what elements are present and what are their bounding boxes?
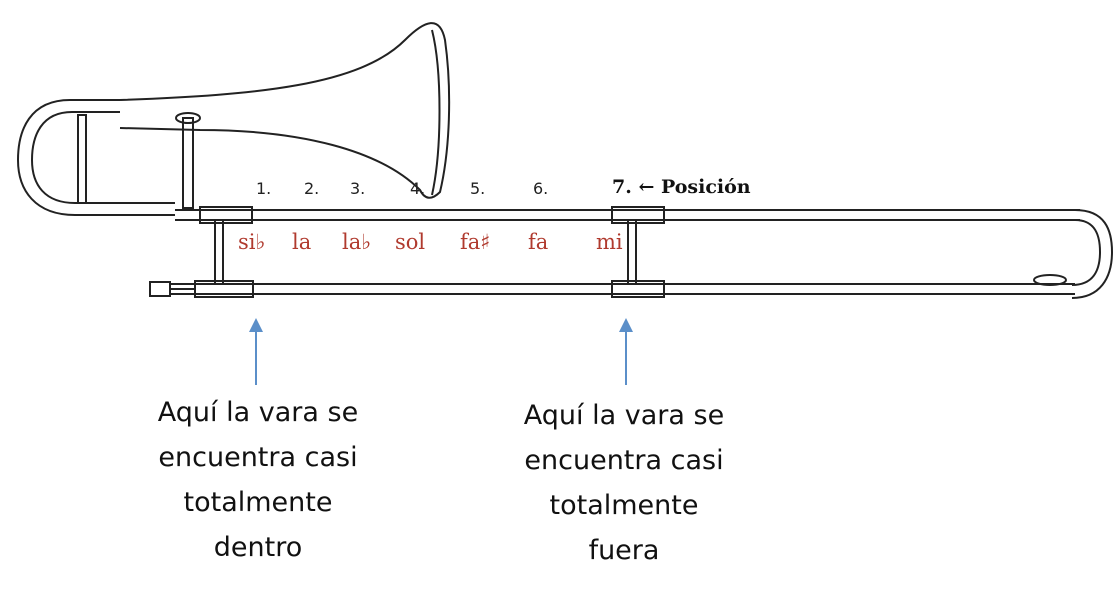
bell-brace-right — [182, 117, 194, 209]
tuning-bow-inner — [30, 111, 175, 204]
note-fa: fa — [528, 230, 549, 254]
caption-left-line-4: dentro — [213, 532, 303, 563]
caption-right-line-1: Aquí la vara se — [523, 400, 725, 431]
position-label-4: 4. — [410, 179, 426, 198]
outer-slide-stay — [627, 219, 637, 285]
mouthpiece — [149, 281, 171, 297]
caption-left-line-1: Aquí la vara se — [157, 397, 359, 428]
arrow-slide-in — [249, 318, 263, 385]
position-label-1: 1. — [256, 179, 272, 198]
position-title: 7. ← Posición — [612, 176, 751, 198]
note-sol: sol — [395, 230, 426, 254]
note-mi: mi — [596, 230, 623, 254]
position-label-5: 5. — [470, 179, 486, 198]
caption-left-line-3: totalmente — [183, 487, 333, 518]
caption-slide-out: Aquí la vara se encuentra casi totalment… — [474, 393, 774, 573]
bell-brace-knob — [175, 112, 201, 124]
note-la-flat: la♭ — [342, 230, 372, 254]
note-fa-sharp: fa♯ — [460, 230, 491, 254]
caption-left-line-2: encuentra casi — [158, 442, 358, 473]
note-si-flat: si♭ — [238, 230, 266, 254]
slide-crook — [1071, 209, 1114, 299]
water-key — [1033, 274, 1067, 286]
caption-right-line-4: fuera — [588, 535, 660, 566]
note-la: la — [292, 230, 312, 254]
tuning-bow — [16, 99, 175, 216]
bell-inner-rim — [431, 29, 441, 196]
inner-slide-stay — [214, 219, 224, 285]
caption-right-line-2: encuentra casi — [524, 445, 724, 476]
bell-brace-left — [77, 114, 87, 204]
position-label-2: 2. — [304, 179, 320, 198]
caption-right-line-3: totalmente — [549, 490, 699, 521]
arrow-slide-out — [619, 318, 633, 385]
bell — [119, 22, 451, 199]
caption-slide-in: Aquí la vara se encuentra casi totalment… — [108, 390, 408, 570]
position-label-6: 6. — [533, 179, 549, 198]
position-label-3: 3. — [350, 179, 366, 198]
